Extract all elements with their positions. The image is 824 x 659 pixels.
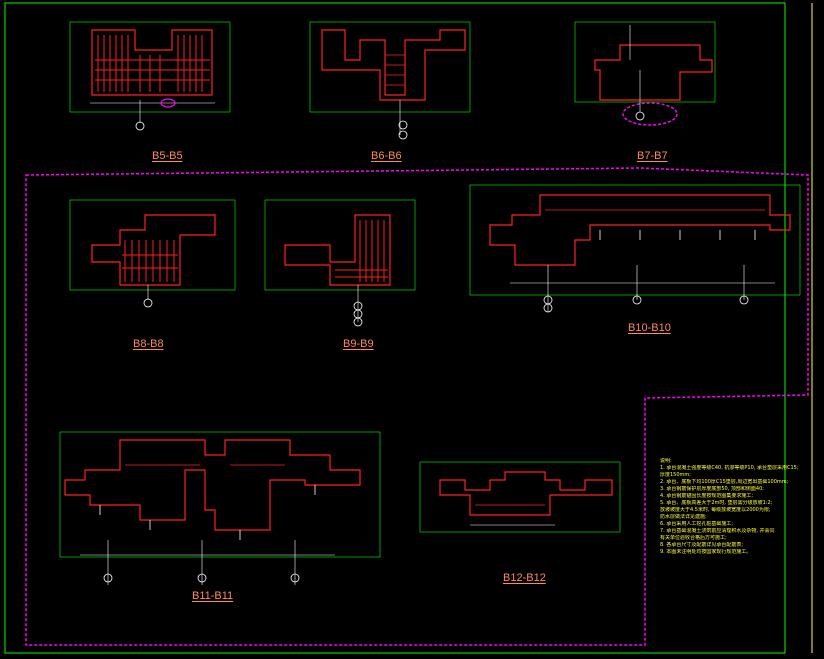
note-line: 5. 承台、底板高差大于2m时, 垫层需分级放坡1:2;	[660, 500, 773, 506]
section-b11-drawing	[59, 431, 381, 585]
section-title-b11: B11-B11	[192, 590, 234, 602]
section-b9-drawing	[264, 199, 416, 327]
note-line: 4. 承台钢筋锚固长度按规范图集要求施工;	[660, 493, 754, 499]
drawing-frame	[4, 2, 786, 654]
revision-cloud-b7	[622, 102, 678, 126]
section-title-b10: B10-B10	[628, 322, 671, 334]
note-line: 放坡坡度大于4.5米时, 每级放坡宽度以2000为限;	[660, 507, 771, 513]
note-line: 3. 承台钢筋保护层厚度底部50, 顶部和侧面40;	[660, 486, 764, 492]
note-line: 7. 承台基础混凝土浇筑前应清理积水及杂物, 并会同	[660, 528, 775, 534]
section-b5-drawing	[69, 21, 231, 131]
section-b8-drawing	[69, 199, 236, 308]
section-title-b7: B7-B7	[637, 150, 668, 162]
note-line: 有关单位验收合格后方可施工;	[660, 535, 727, 541]
revision-cloud	[25, 167, 809, 646]
note-line: 厚度150mm;	[660, 472, 691, 478]
section-title-b9: B9-B9	[343, 338, 374, 350]
design-notes: 说明: 1. 承台混凝土强度等级C40, 抗渗等级P10, 承台垫层采用C15;…	[660, 458, 820, 556]
notes-heading: 说明:	[660, 458, 672, 464]
section-title-b8: B8-B8	[133, 338, 164, 350]
note-line: 2. 承台、底板下均100厚C15垫层,周边宽出基础100mm;	[660, 479, 789, 485]
note-line: 6. 承台采用人工挖孔桩基础施工;	[660, 521, 734, 527]
section-title-b6: B6-B6	[371, 150, 402, 162]
section-b7-drawing	[574, 21, 716, 121]
section-title-b5: B5-B5	[152, 150, 183, 162]
section-b12-drawing	[419, 461, 621, 533]
note-line: 9. 本图未注明处均按国家现行规范施工。	[660, 549, 752, 555]
note-line: 1. 承台混凝土强度等级C40, 抗渗等级P10, 承台垫层采用C15;	[660, 465, 799, 471]
section-title-b12: B12-B12	[503, 572, 546, 584]
section-b6-drawing	[309, 21, 471, 140]
section-b10-drawing	[469, 184, 801, 313]
note-line: 8. 各承台尺寸及配筋详见承台配筋表;	[660, 542, 744, 548]
note-line: 防水层做法详见建施;	[660, 514, 707, 520]
